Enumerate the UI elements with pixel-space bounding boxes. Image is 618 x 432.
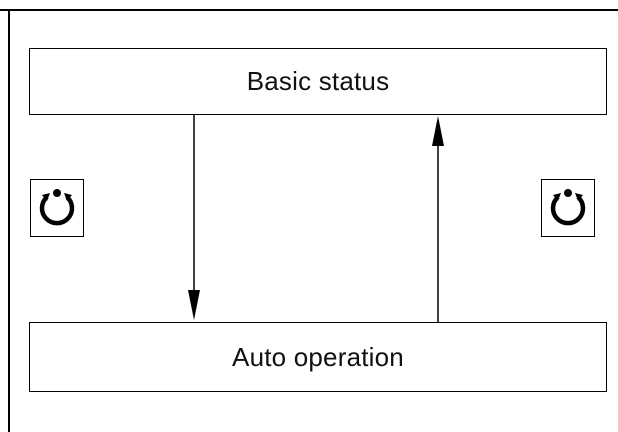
state-auto-operation-label: Auto operation — [232, 341, 404, 372]
arrow-up-head — [432, 116, 444, 146]
state-auto-operation: Auto operation — [29, 322, 607, 392]
state-basic-status-label: Basic status — [246, 66, 390, 96]
arrow-down-head — [188, 290, 200, 320]
frame-top-edge — [0, 9, 618, 11]
frame-left-edge — [8, 9, 10, 432]
cycle-start-button-left[interactable] — [30, 179, 84, 237]
cycle-start-button-right[interactable] — [541, 179, 595, 237]
cycle-start-icon — [550, 189, 586, 226]
state-basic-status: Basic status — [29, 48, 607, 115]
cycle-start-icon — [39, 189, 75, 226]
